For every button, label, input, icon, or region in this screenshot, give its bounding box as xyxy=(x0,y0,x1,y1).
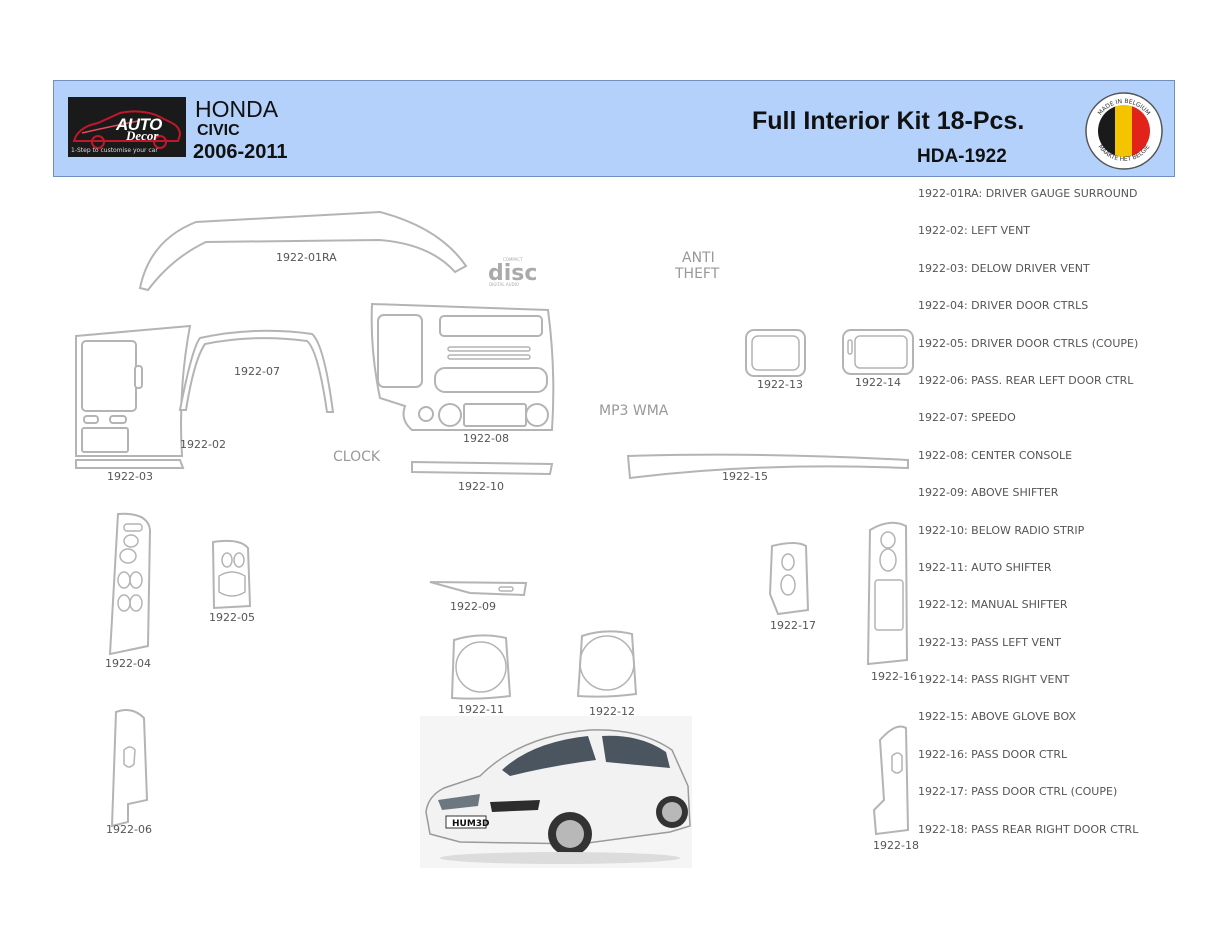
svg-text:1922-12: 1922-12 xyxy=(589,705,635,718)
svg-text:1922-03: 1922-03 xyxy=(107,470,153,483)
part-1922-18: 1922-18 xyxy=(872,725,919,852)
kit-title: Full Interior Kit 18-Pcs. xyxy=(752,107,1025,135)
mp3-wma-marking: MP3 WMA xyxy=(599,403,669,419)
legend-item: 1922-04: DRIVER DOOR CTRLS xyxy=(918,299,1089,313)
legend-item: 1922-08: CENTER CONSOLE xyxy=(918,448,1073,462)
part-1922-06: 1922-06 xyxy=(106,709,152,836)
part-1922-10: 1922-10 xyxy=(411,460,554,493)
legend-item: 1922-06: PASS. REAR LEFT DOOR CTRL xyxy=(918,373,1134,387)
svg-text:1922-05: 1922-05 xyxy=(209,611,255,624)
legend-item: 1922-18: PASS REAR RIGHT DOOR CTRL xyxy=(918,822,1139,836)
part-1922-01ra: 1922-01RA xyxy=(138,210,468,292)
kit-code: HDA-1922 xyxy=(917,146,1007,167)
legend-item: 1922-16: PASS DOOR CTRL xyxy=(918,747,1068,761)
car-silhouette-icon xyxy=(72,110,182,149)
part-1922-09: 1922-09 xyxy=(429,581,528,613)
part-1922-08: 1922-08 xyxy=(370,302,555,445)
svg-text:DIGITAL AUDIO: DIGITAL AUDIO xyxy=(489,282,519,287)
disc-logo: COMPACT disc DIGITAL AUDIO xyxy=(488,257,537,287)
legend-item: 1922-13: PASS LEFT VENT xyxy=(918,635,1061,649)
belgian-flag-icon xyxy=(1098,105,1150,157)
part-1922-16: 1922-16 xyxy=(866,521,917,683)
part-1922-11: 1922-11 xyxy=(450,634,512,716)
vehicle-make: HONDA xyxy=(195,96,279,122)
vehicle-model: CIVIC xyxy=(197,122,240,139)
license-plate xyxy=(445,815,487,829)
logo-text: AUTO xyxy=(116,115,162,134)
anti-theft-marking-line1: ANTI xyxy=(682,250,715,266)
made-in-belgium-badge: MADE IN BELGIUM MAAKTE HET BELGIE xyxy=(1085,92,1163,170)
anti-theft-marking-line2: THEFT xyxy=(674,266,720,282)
svg-text:1922-09: 1922-09 xyxy=(450,600,496,613)
svg-text:1922-10: 1922-10 xyxy=(458,480,504,493)
svg-text:1922-11: 1922-11 xyxy=(458,703,504,716)
part-1922-17: 1922-17 xyxy=(768,542,816,632)
svg-text:1922-18: 1922-18 xyxy=(873,839,919,852)
svg-text:1922-04: 1922-04 xyxy=(105,657,151,670)
part-1922-15: 1922-15 xyxy=(626,453,909,483)
part-1922-13: 1922-13 xyxy=(745,329,806,391)
svg-text:1922-07: 1922-07 xyxy=(234,365,280,378)
svg-text:1922-17: 1922-17 xyxy=(770,619,816,632)
logo-tagline: 1-Step to customise your car xyxy=(71,147,158,154)
clock-marking: CLOCK xyxy=(333,449,381,465)
svg-text:1922-13: 1922-13 xyxy=(757,378,803,391)
svg-text:1922-15: 1922-15 xyxy=(722,470,768,483)
legend-item: 1922-11: AUTO SHIFTER xyxy=(918,560,1052,574)
legend-item: 1922-14: PASS RIGHT VENT xyxy=(918,673,1070,687)
svg-text:COMPACT: COMPACT xyxy=(503,257,523,262)
legend-item: 1922-02: LEFT VENT xyxy=(918,224,1031,238)
autodecor-logo: AUTO Decor 1-Step to customise your car xyxy=(68,97,186,157)
legend-item: 1922-03: DELOW DRIVER VENT xyxy=(918,261,1090,275)
svg-text:1922-02: 1922-02 xyxy=(180,438,226,451)
svg-text:1922-16: 1922-16 xyxy=(871,670,917,683)
part-1922-04: 1922-04 xyxy=(105,512,152,670)
svg-text:1922-14: 1922-14 xyxy=(855,376,901,389)
legend-item: 1922-05: DRIVER DOOR CTRLS (COUPE) xyxy=(918,336,1139,350)
car-illustration-icon: HUM3D xyxy=(425,729,691,864)
svg-text:disc: disc xyxy=(488,261,537,286)
logo-subtext: Decor xyxy=(126,128,159,143)
legend-item: 1922-01RA: DRIVER GAUGE SURROUND xyxy=(918,187,1138,200)
part-1922-05: 1922-05 xyxy=(209,539,255,624)
parts-legend: 1922-01RA: DRIVER GAUGE SURROUND 1922-02… xyxy=(918,186,1218,859)
legend-item: 1922-15: ABOVE GLOVE BOX xyxy=(918,710,1077,724)
car-image: HUM3D xyxy=(420,716,692,868)
part-1922-14: 1922-14 xyxy=(842,329,914,389)
svg-text:1922-08: 1922-08 xyxy=(463,432,509,445)
part-1922-03: 1922-03 xyxy=(75,459,185,483)
legend-item: 1922-10: BELOW RADIO STRIP xyxy=(918,523,1085,537)
vehicle-years: 2006-2011 xyxy=(193,141,288,163)
header-banner: AUTO Decor 1-Step to customise your car … xyxy=(53,80,1175,177)
part-1922-12: 1922-12 xyxy=(576,630,638,718)
legend-item: 1922-12: MANUAL SHIFTER xyxy=(918,598,1068,612)
legend-item: 1922-07: SPEEDO xyxy=(918,411,1016,425)
legend-item: 1922-09: ABOVE SHIFTER xyxy=(918,486,1059,500)
svg-text:1922-01RA: 1922-01RA xyxy=(276,251,337,264)
svg-text:1922-06: 1922-06 xyxy=(106,823,152,836)
part-1922-02: 1922-02 xyxy=(75,324,226,457)
license-plate-text: HUM3D xyxy=(452,819,490,829)
part-1922-07: 1922-07 xyxy=(178,329,335,413)
legend-item: 1922-17: PASS DOOR CTRL (COUPE) xyxy=(918,785,1118,799)
